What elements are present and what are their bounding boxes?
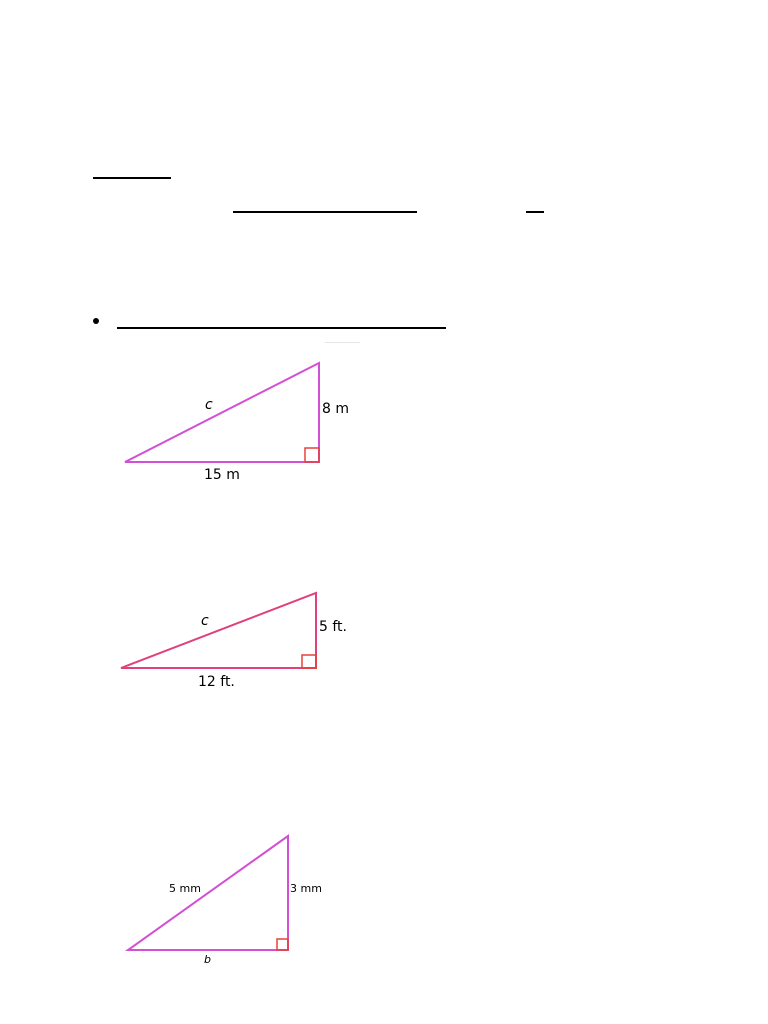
list-bullet — [93, 318, 99, 324]
triangle-2-horizontal-leg-label: 12 ft. — [198, 674, 235, 690]
blank-line-2 — [526, 211, 544, 213]
triangle-3-shape — [124, 834, 289, 951]
triangle-3-hypotenuse-label: 5 mm — [169, 882, 201, 895]
triangle-1-right-angle-marker — [304, 447, 320, 463]
bullet-blank-line — [117, 327, 446, 329]
triangle-1-shape — [124, 361, 320, 463]
blank-line-1 — [233, 211, 417, 213]
heading-underline — [93, 177, 171, 179]
triangle-3-horizontal-leg-label: b — [204, 953, 211, 966]
faint-divider — [325, 342, 360, 343]
triangle-2-hypotenuse-label: c — [201, 613, 209, 629]
triangle-2-right-angle-marker — [301, 654, 317, 669]
triangle-2-vertical-leg-label: 5 ft. — [319, 619, 347, 635]
triangle-1-horizontal-leg-label: 15 m — [204, 467, 240, 483]
triangle-1-vertical-leg-label: 8 m — [322, 401, 349, 417]
triangle-2-shape — [120, 591, 317, 669]
triangle-3-right-angle-marker — [276, 938, 289, 951]
triangle-3-vertical-leg-label: 3 mm — [290, 882, 322, 895]
triangle-1-hypotenuse-label: c — [205, 397, 213, 413]
